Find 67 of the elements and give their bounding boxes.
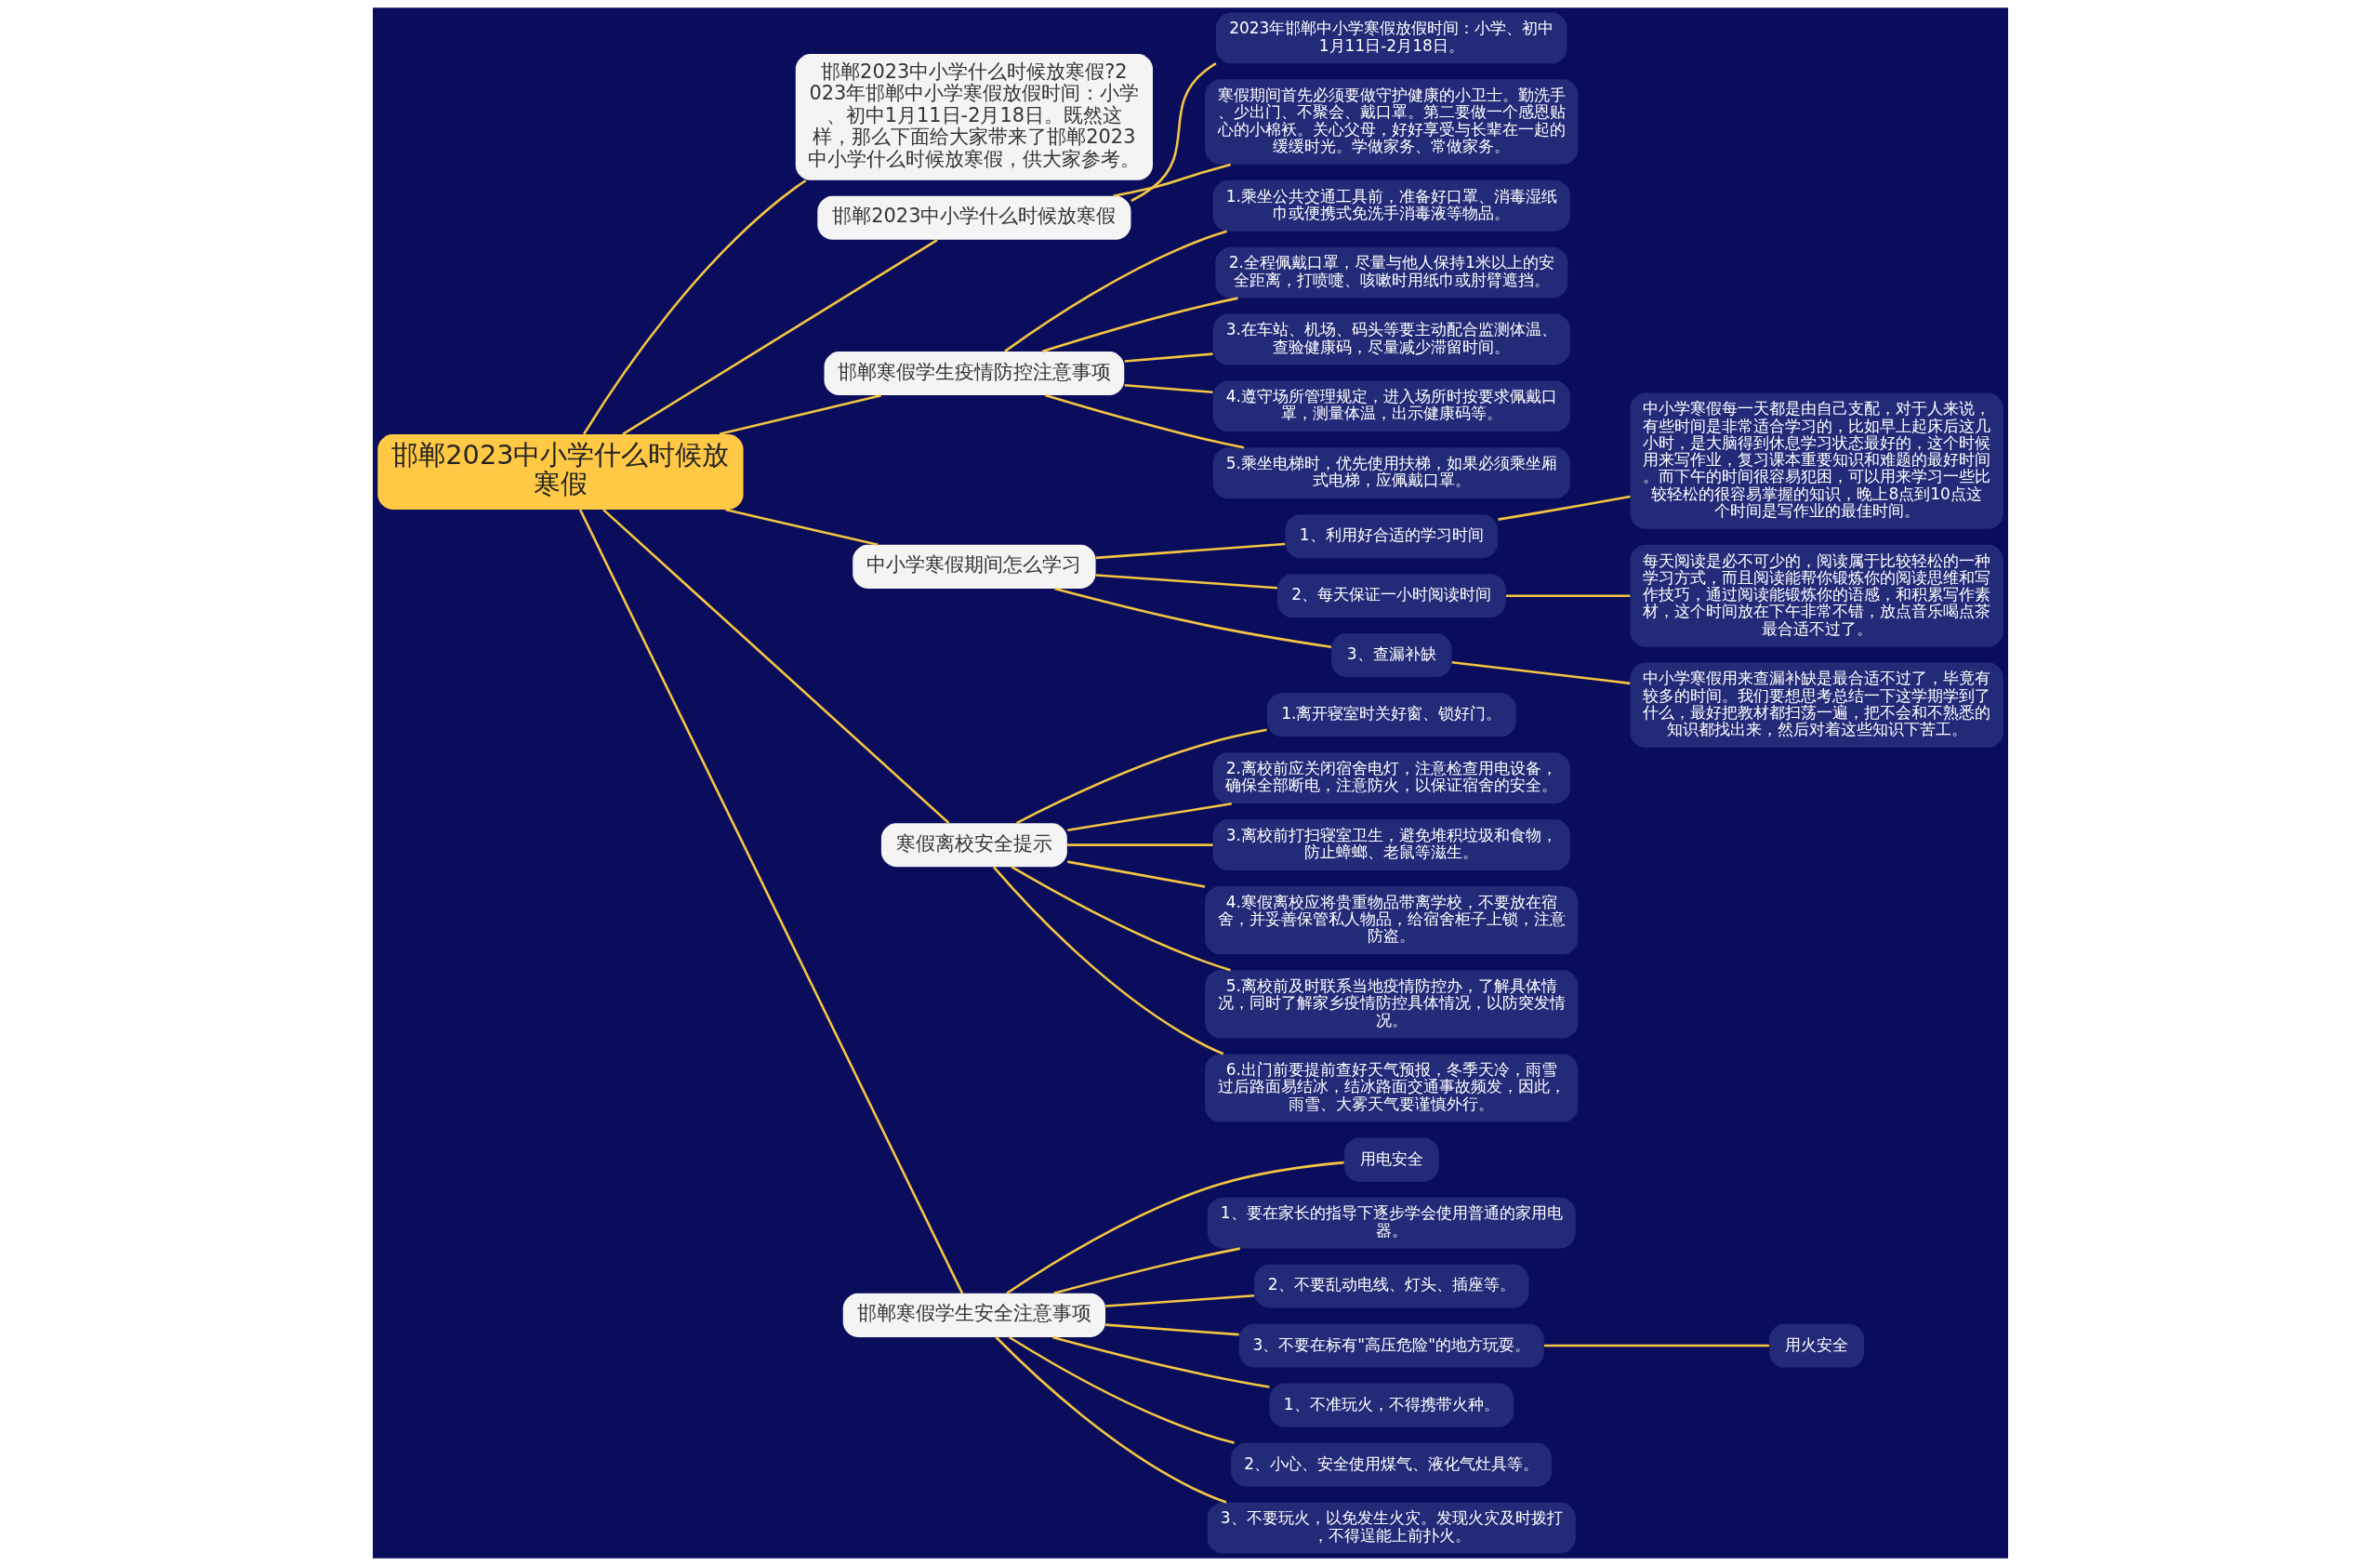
node-box: 1、利用好合适的学习时间	[1284, 514, 1498, 559]
connector	[1104, 1294, 1254, 1307]
connector	[1003, 230, 1227, 352]
connector	[1066, 803, 1232, 831]
node-box: 1、不准玩火，不得携带火种。	[1268, 1383, 1514, 1427]
node-box: 邯郸寒假学生安全注意事项	[842, 1293, 1105, 1337]
connector	[1010, 866, 1231, 972]
connector	[1052, 1247, 1240, 1295]
node-box: 1.乘坐公共交通工具前，准备好口罩、消毒湿纸巾或便携式免洗手消毒液等物品。	[1212, 179, 1570, 232]
connector	[1005, 1161, 1344, 1294]
node-box: 4.寒假离校应将贵重物品带离学校，不要放在宿舍，并妥善保管私人物品，给宿舍柜子上锁，注意防盗。	[1204, 886, 1578, 955]
connector	[1543, 1344, 1769, 1347]
node-box: 1、要在家长的指导下逐步学会使用普通的家用电器。	[1207, 1197, 1576, 1249]
connector	[1066, 843, 1213, 846]
connector	[1451, 661, 1630, 685]
node-box: 2、每天保证一小时阅读时间	[1276, 574, 1506, 618]
node-box: 寒假离校安全提示	[880, 823, 1067, 868]
connector	[1505, 594, 1630, 598]
node-box: 2023年邯郸中小学寒假放假时间：小学、初中1月11日-2月18日。	[1215, 12, 1567, 64]
node-box: 5.离校前及时联系当地疫情防控办，了解具体情况，同时了解家乡疫情防控具体情况，以防突发情况。	[1204, 970, 1578, 1039]
connector	[719, 394, 881, 436]
connector	[1497, 495, 1631, 521]
connector	[1124, 352, 1213, 363]
node-box: 3、不要玩火，以免发生火灾。发现火灾及时拨打，不得逞能上前扑火。	[1207, 1502, 1576, 1554]
node-box: 每天阅读是必不可少的，阅读属于比较轻松的一种学习方式，而且阅读能帮你锻炼你的阅读思维和写作技巧，通过阅读能锻炼你的语感，和积累写作素材，这个时间放在下午非常不错，放点音乐喝点茶最合适不过了。	[1630, 544, 2003, 647]
node-box: 1.离开寝室时关好窗、锁好门。	[1266, 693, 1516, 737]
connector	[1041, 297, 1238, 353]
connector	[995, 1336, 1226, 1504]
node-box: 用电安全	[1343, 1137, 1439, 1182]
connector	[1044, 393, 1244, 449]
node-box: 邯郸2023中小学什么时候放寒假	[377, 433, 744, 510]
node-box: 用火安全	[1768, 1323, 1864, 1368]
node-box: 中小学寒假用来查漏补缺是最合适不过了，毕竟有较多的时间。我们要想思考总结一下这学期学到了什么，最好把教材都扫荡一遍，把不会和不熟悉的知识都找出来，然后对着这些知识下苦工。	[1630, 662, 2003, 749]
node-box: 6.出门前要提前查好天气预报，冬季天冷，雨雪过后路面易结冰，结冰路面交通事故频发，因此，雨雪、大雾天气要谨慎外行。	[1204, 1054, 1578, 1122]
connector	[1008, 1335, 1235, 1444]
node-box: 2、不要乱动电线、灯头、插座等。	[1253, 1264, 1528, 1308]
node-box: 3、查漏补缺	[1330, 633, 1451, 678]
connector	[1053, 587, 1331, 649]
connector	[1112, 163, 1231, 198]
connector	[621, 239, 938, 435]
connector	[1104, 1323, 1239, 1336]
node-box: 4.遵守场所管理规定，进入场所时按要求佩戴口罩，测量体温，出示健康码等。	[1212, 380, 1570, 432]
node-box: 3.在车站、机场、码头等要主动配合监测体温、查验健康码，尽量减少滞留时间。	[1212, 313, 1570, 365]
node-box: 3.离校前打扫寝室卫生，避免堆积垃圾和食物，防止蟑螂、老鼠等滋生。	[1212, 819, 1570, 871]
connector	[1130, 61, 1217, 203]
node-box: 中小学寒假每一天都是由自己支配，对于人来说，有些时间是非常适合学习的，比如早上起床后这几小时，是大脑得到休息学习状态最好的，这个时候用来写作业，复习课本重要知识和难题的最好时间。而下午的时间很容易犯困，可以用来学习一些比较轻松的很容易掌握的知识，晚上8点到10点这个时间是写作业的最佳时间。	[1630, 392, 2003, 529]
node-box: 邯郸寒假学生疫情防控注意事项	[824, 352, 1124, 396]
node-box: 邯郸2023中小学什么时候放寒假?2023年邯郸中小学寒假放假时间：小学、初中1月11日-2月18日。既然这样，那么下面给大家带来了邯郸2023中小学什么时候放寒假，供大家参考。	[795, 53, 1153, 180]
connector	[992, 866, 1223, 1055]
connector	[1124, 384, 1213, 394]
node-box: 5.乘坐电梯时，优先使用扶梯，如果必须乘坐厢式电梯，应佩戴口罩。	[1212, 447, 1570, 499]
connector	[602, 509, 949, 825]
connector	[1066, 860, 1205, 888]
connector	[1095, 574, 1277, 590]
node-box: 2.全程佩戴口罩，尽量与他人保持1米以上的安全距离，打喷嚏、咳嗽时用纸巾或肘臂遮挡。	[1214, 246, 1567, 299]
node-box: 寒假期间首先必须要做守护健康的小卫士。勤洗手、少出门、不聚会、戴口罩。第二要做一个感恩贴心的小棉袄。关心父母，好好享受与长辈在一起的缓缓时光。学做家务、常做家务。	[1204, 79, 1578, 165]
connector	[1051, 1335, 1270, 1388]
connector	[1095, 542, 1285, 560]
node-box: 邯郸2023中小学什么时候放寒假	[816, 195, 1130, 240]
connector	[1015, 728, 1267, 825]
node-box: 中小学寒假期间怎么学习	[852, 544, 1096, 589]
connector	[724, 508, 879, 547]
node-box: 2.离校前应关闭宿舍电灯，注意检查用电设备，确保全部断电，注意防火，以保证宿舍的安全。	[1212, 752, 1570, 804]
node-box: 2、小心、安全使用煤气、液化气灶具等。	[1230, 1442, 1552, 1487]
connector	[578, 509, 963, 1294]
connector	[582, 179, 807, 435]
node-box: 3、不要在标有"高压危险"的地方玩耍。	[1238, 1323, 1544, 1368]
